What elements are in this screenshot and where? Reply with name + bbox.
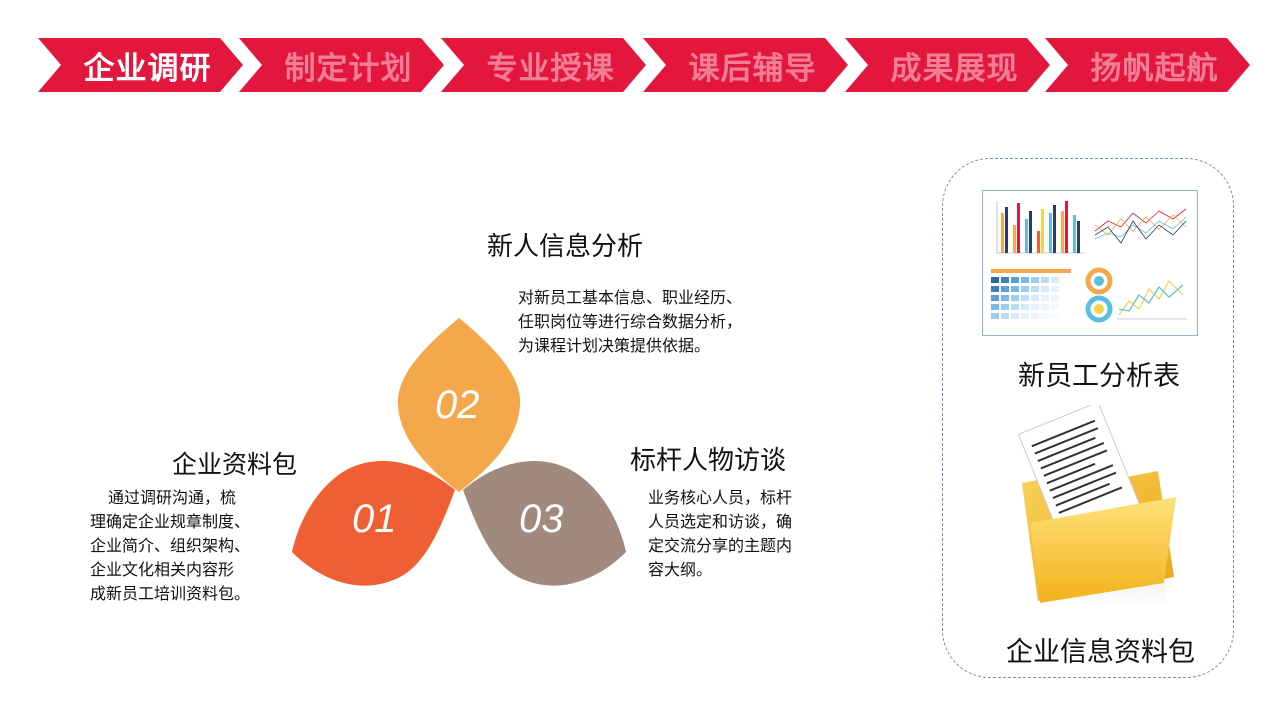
step-set-sail[interactable]: 扬帆起航 [1045, 38, 1250, 92]
desc-line: 对新员工基本信息、职业经历、 [518, 288, 743, 307]
petal-03-label: 03 [519, 497, 564, 541]
interview-title: 标杆人物访谈 [630, 446, 787, 476]
step-results-display[interactable]: 成果展现 [845, 38, 1050, 92]
info-analysis-description: 对新员工基本信息、职业经历、 任职岗位等进行综合数据分析， 为课程计划决策提供依… [518, 286, 742, 358]
step-label: 企业调研 [83, 50, 212, 87]
step-label: 专业授课 [486, 50, 615, 87]
desc-line: 成新员工培训资料包。 [90, 584, 251, 603]
step-make-plan[interactable]: 制定计划 [239, 38, 444, 92]
step-company-research[interactable]: 企业调研 [38, 38, 243, 92]
desc-line: 容大纲。 [648, 560, 713, 579]
step-label: 制定计划 [284, 50, 413, 87]
desc-line: 通过调研沟通，梳 [108, 488, 237, 507]
petal-02-label: 02 [435, 383, 480, 427]
analytics-dashboard-icon [982, 190, 1198, 336]
company-info-pack-caption: 企业信息资料包 [1006, 637, 1195, 668]
petal-01 [292, 460, 455, 586]
desc-line: 企业文化相关内容形 [90, 560, 235, 579]
folder-with-document-icon [1017, 405, 1176, 609]
petal-03 [463, 460, 626, 586]
analysis-table-caption: 新员工分析表 [1018, 361, 1180, 392]
desc-line: 人员选定和访谈，确 [648, 512, 793, 531]
step-label: 成果展现 [890, 50, 1019, 87]
process-steps: 企业调研 制定计划 专业授课 课后辅导 成果展现 扬帆起航 [38, 38, 1250, 92]
step-after-class-coaching[interactable]: 课后辅导 [643, 38, 848, 92]
desc-line: 任职岗位等进行综合数据分析， [518, 312, 743, 331]
info-analysis-title: 新人信息分析 [487, 232, 644, 262]
company-pack-title: 企业资料包 [172, 450, 298, 479]
petal-01-label: 01 [352, 497, 397, 541]
company-pack-description: 通过调研沟通，梳 理确定企业规章制度、 企业简介、组织架构、 企业文化相关内容形… [90, 486, 250, 606]
interview-description: 业务核心人员，标杆 人员选定和访谈，确 定交流分享的主题内 容大纲。 [648, 486, 792, 582]
desc-line: 定交流分享的主题内 [648, 536, 793, 555]
resources-panel [942, 158, 1234, 678]
step-label: 课后辅导 [688, 50, 817, 87]
step-label: 扬帆起航 [1090, 50, 1219, 87]
desc-line: 业务核心人员，标杆 [648, 488, 793, 507]
petal-02 [397, 318, 521, 492]
desc-line: 为课程计划决策提供依据。 [518, 336, 711, 355]
desc-line: 理确定企业规章制度、 [90, 512, 251, 531]
step-professional-teaching[interactable]: 专业授课 [441, 38, 646, 92]
desc-line: 企业简介、组织架构、 [90, 536, 251, 555]
